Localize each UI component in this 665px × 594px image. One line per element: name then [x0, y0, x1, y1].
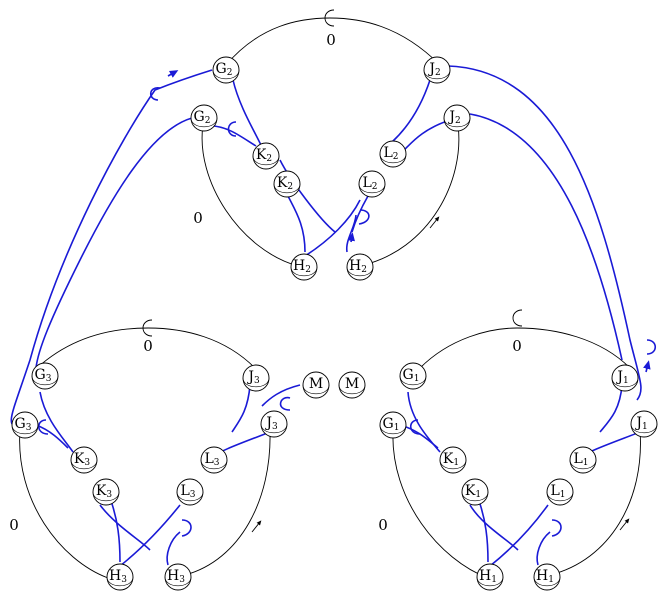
bubble-J3a: J3 [242, 364, 270, 392]
bubble-H1a: H1 [476, 563, 504, 591]
framing-top: 0 [326, 31, 336, 49]
bubble-G1b: G1 [379, 411, 407, 439]
bubble-L1b: L1 [546, 478, 574, 506]
right-left-arc [392, 429, 489, 579]
bubble-L3a: L3 [200, 446, 228, 474]
framing-right-outer: 0 [378, 516, 388, 534]
bubble-K2a: K2 [252, 142, 280, 170]
framing-labels: 0 0 0 0 0 0 [9, 31, 522, 534]
bubble-H1b: H1 [533, 563, 561, 591]
bubble-G2b: G2 [190, 104, 218, 132]
bubble-K3b: K3 [92, 478, 120, 506]
top-clasp [324, 9, 335, 27]
right-outer-arc [419, 327, 631, 369]
top-left-arc [201, 124, 299, 267]
framing-right: 0 [512, 337, 522, 355]
bubble-K1b: K1 [461, 478, 489, 506]
left-right-arc [184, 429, 271, 576]
bubble-L2a: L2 [379, 140, 407, 168]
bubble-Mb: M [338, 371, 366, 399]
bubble-K2b: K2 [273, 170, 301, 198]
framing-top-inner: 0 [193, 209, 203, 227]
bubble-J1b: J1 [630, 410, 658, 438]
right-long-strand-inner [469, 113, 623, 361]
top-outer-arc [225, 17, 441, 66]
right-right-arc [549, 429, 641, 576]
left-long-strand-outer [10, 69, 213, 429]
bubble-label: M [309, 376, 323, 392]
framing-left-outer: 0 [9, 516, 19, 534]
left-left-arc [19, 429, 109, 579]
right-long-strand-outer [447, 65, 642, 401]
bubble-H3a: H3 [106, 563, 134, 591]
bubble-H2b: H2 [346, 253, 374, 281]
bubble-L3b: L3 [176, 478, 204, 506]
bubble-G3b: G3 [11, 411, 39, 439]
bubble-K1a: K1 [439, 446, 467, 474]
framing-left: 0 [143, 337, 153, 355]
top-right-arc [359, 124, 460, 267]
bubble-K3a: K3 [70, 446, 98, 474]
bubble-Ma: M [302, 371, 330, 399]
left-clasp [142, 319, 153, 337]
left-outer-arc [36, 327, 256, 369]
left-long-strand-inner [35, 117, 193, 369]
black-link-components [19, 9, 641, 579]
bubble-L2b: L2 [358, 170, 386, 198]
bubble-L1a: L1 [569, 446, 597, 474]
bubble-G1a: G1 [399, 362, 427, 390]
bubble-J2b: J2 [443, 104, 471, 132]
bubble-H2a: H2 [290, 253, 318, 281]
bubble-J2a: J2 [423, 56, 451, 84]
bubble-J3b: J3 [260, 410, 288, 438]
bubble-H3b: H3 [164, 563, 192, 591]
right-clasp [512, 309, 523, 327]
bubble-label: M [345, 376, 359, 392]
bubble-G3a: G3 [31, 362, 59, 390]
bubble-J1a: J1 [611, 364, 639, 392]
bubble-G2a: G2 [212, 56, 240, 84]
